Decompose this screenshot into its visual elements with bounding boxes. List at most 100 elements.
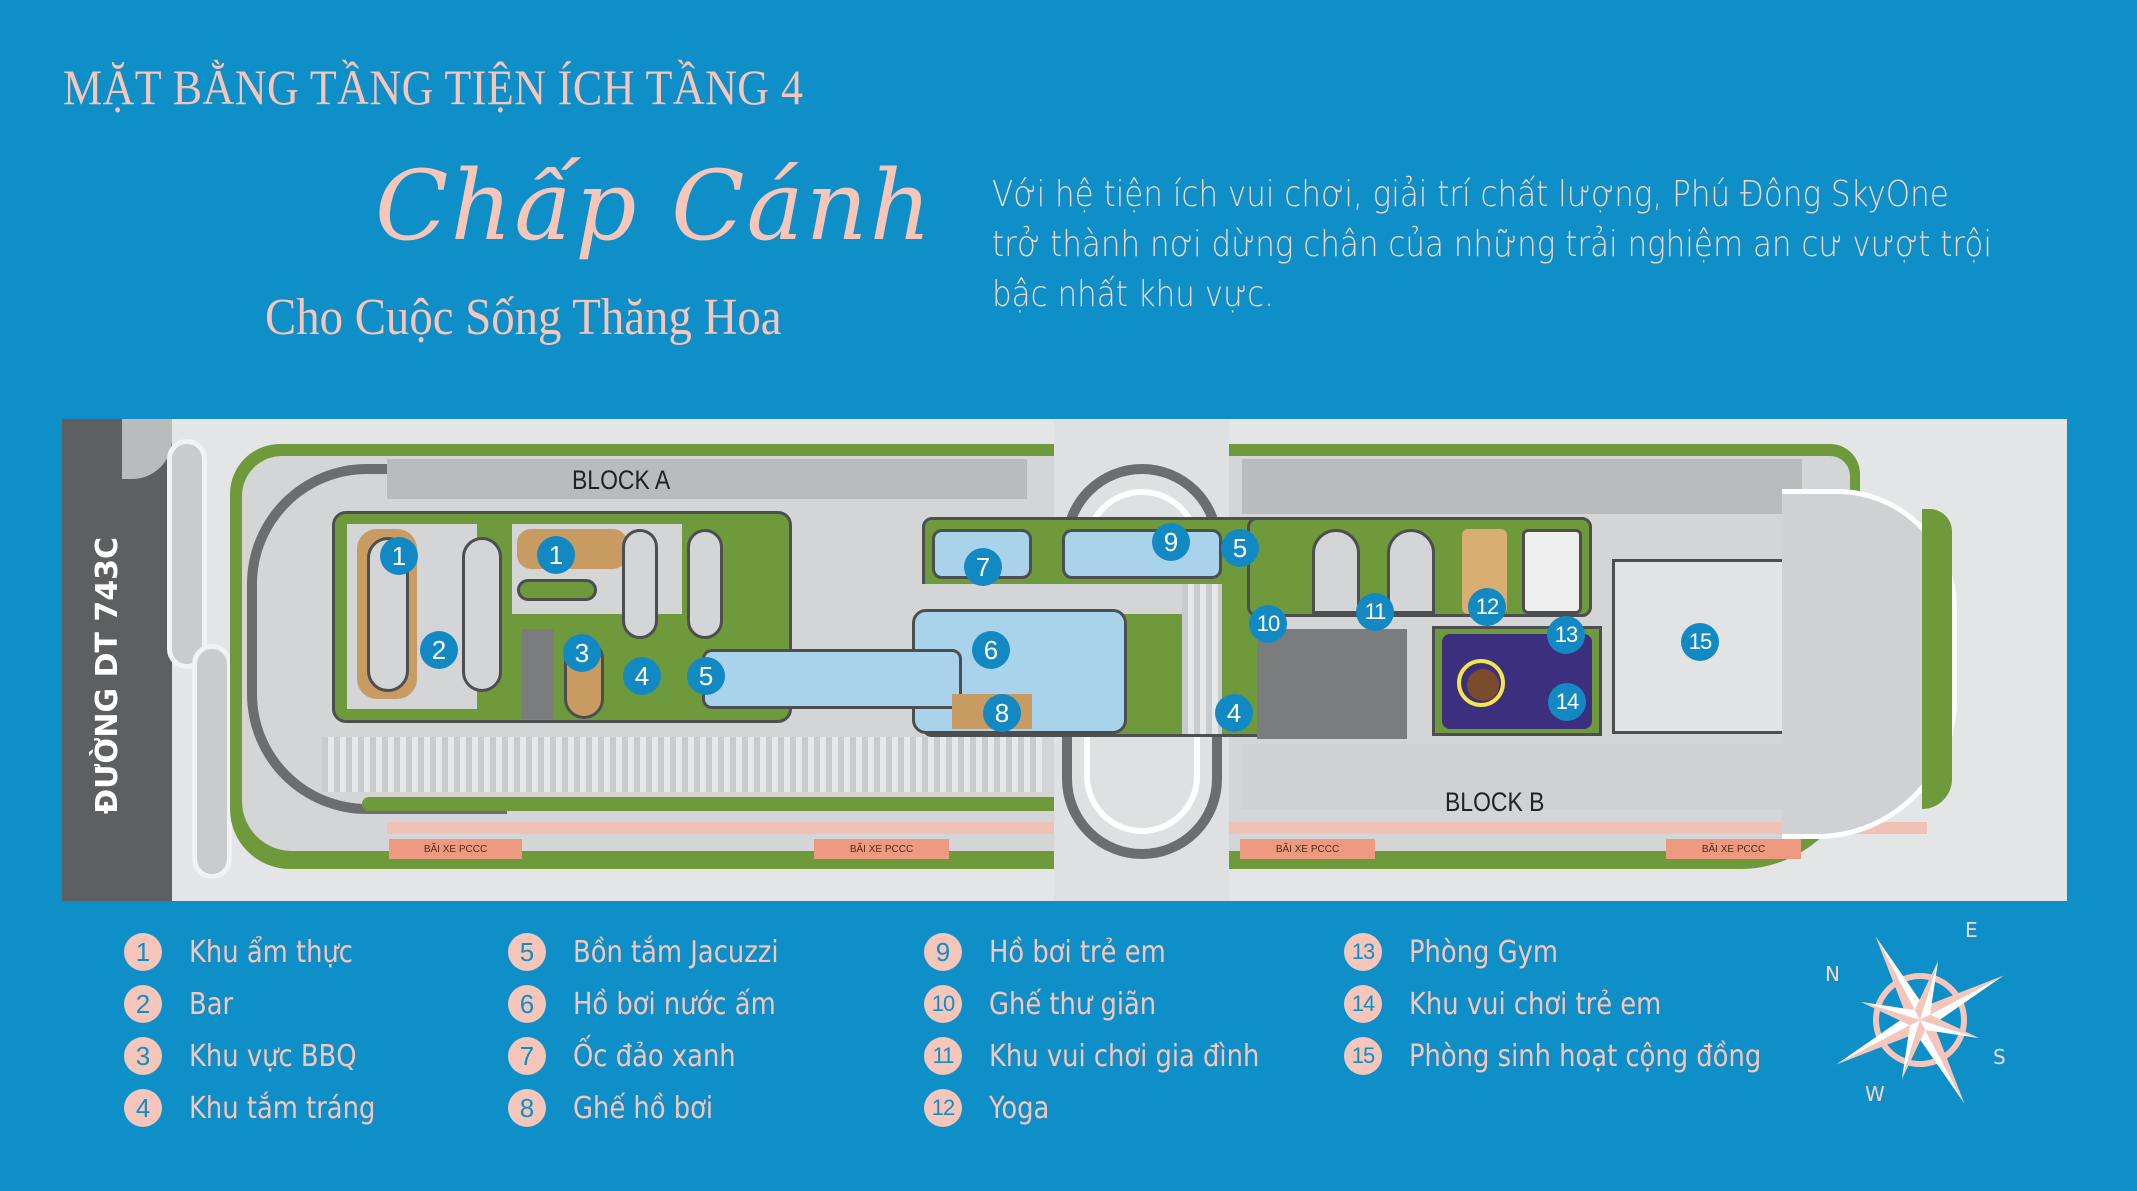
- legend-label: Bồn tắm Jacuzzi: [573, 934, 779, 970]
- intro-paragraph: Với hệ tiện ích vui chơi, giải trí chất …: [992, 170, 2102, 320]
- fire-parking: BÃI XE PCCC: [814, 839, 949, 859]
- legend-badge: 8: [508, 1089, 546, 1127]
- legend-item: 5 Bồn tắm Jacuzzi: [508, 930, 812, 974]
- block-a-band: [387, 459, 1027, 499]
- compass-rose: N E S W: [1820, 918, 2020, 1120]
- compass-west-label: W: [1865, 1082, 1885, 1106]
- map-marker-5[interactable]: 5: [687, 657, 725, 695]
- block-b-band-top: [1242, 459, 1802, 514]
- map-marker-5[interactable]: 5: [1221, 529, 1259, 567]
- legend-label: Khu tắm tráng: [189, 1090, 376, 1126]
- legend-badge: 14: [1344, 985, 1382, 1023]
- legend-label: Ốc đảo xanh: [573, 1038, 736, 1074]
- fire-parking: BÃI XE PCCC: [389, 839, 522, 859]
- service-room: [522, 629, 554, 719]
- legend-label: Yoga: [989, 1090, 1050, 1126]
- intro-line: bậc nhất khu vực.: [992, 274, 1274, 315]
- map-marker-3[interactable]: 3: [563, 634, 601, 672]
- compass-north-label: N: [1825, 962, 1840, 986]
- legend-item: 1 Khu ẩm thực: [124, 930, 380, 974]
- legend-badge: 9: [924, 933, 962, 971]
- compass-east-label: E: [1965, 918, 1978, 942]
- legend-label: Ghế thư giãn: [989, 986, 1157, 1022]
- walkway: [322, 737, 1042, 792]
- map-marker-13[interactable]: 13: [1547, 616, 1585, 654]
- map-marker-1[interactable]: 1: [537, 536, 575, 574]
- map-marker-2[interactable]: 2: [420, 631, 458, 669]
- legend-item: 11 Khu vui chơi gia đình: [924, 1034, 1303, 1078]
- kids-pool: [1062, 529, 1222, 579]
- map-marker-4[interactable]: 4: [623, 657, 661, 695]
- family-play-lane: [1312, 529, 1360, 614]
- legend-label: Ghế hồ bơi: [573, 1090, 714, 1126]
- legend-badge: 4: [124, 1089, 162, 1127]
- legend-badge: 3: [124, 1037, 162, 1075]
- map-marker-15[interactable]: 15: [1681, 623, 1719, 661]
- legend-badge: 12: [924, 1089, 962, 1127]
- map-marker-9[interactable]: 9: [1152, 523, 1190, 561]
- legend-label: Phòng sinh hoạt cộng đồng: [1409, 1038, 1762, 1074]
- map-marker-1[interactable]: 1: [380, 537, 418, 575]
- legend-label: Bar: [189, 986, 234, 1022]
- map-marker-11[interactable]: 11: [1356, 593, 1394, 631]
- map-marker-6[interactable]: 6: [972, 631, 1010, 669]
- planter-row: [362, 797, 1062, 811]
- warm-pool-lane: [702, 649, 962, 709]
- fire-parking: BÃI XE PCCC: [1240, 839, 1375, 859]
- kids-play-ring: [1457, 659, 1505, 707]
- entry-ramp-bottom: [192, 644, 232, 879]
- legend-label: Khu vui chơi trẻ em: [1409, 986, 1662, 1022]
- legend-label: Khu vui chơi gia đình: [989, 1038, 1260, 1074]
- map-marker-12[interactable]: 12: [1468, 588, 1506, 626]
- script-title: Chấp Cánh: [375, 150, 934, 262]
- family-play-lane-2: [1387, 529, 1435, 614]
- legend-badge: 15: [1344, 1037, 1382, 1075]
- map-marker-4[interactable]: 4: [1215, 694, 1253, 732]
- legend-badge: 2: [124, 985, 162, 1023]
- compass-star-icon: [1836, 936, 2004, 1104]
- legend-item: 9 Hồ bơi trẻ em: [924, 930, 1195, 974]
- shower-lane-2: [687, 529, 723, 639]
- page-title: MẶT BẰNG TẦNG TIỆN ÍCH TẦNG 4: [63, 59, 804, 115]
- intro-line: Với hệ tiện ích vui chơi, giải trí chất …: [992, 174, 1949, 215]
- legend-badge: 5: [508, 933, 546, 971]
- gym-room: [1522, 529, 1582, 614]
- legend-item: 13 Phòng Gym: [1344, 930, 1582, 974]
- subtitle: Cho Cuộc Sống Thăng Hoa: [265, 289, 782, 346]
- map-marker-8[interactable]: 8: [983, 694, 1021, 732]
- legend-badge: 6: [508, 985, 546, 1023]
- legend-item: 4 Khu tắm tráng: [124, 1086, 406, 1130]
- legend-label: Phòng Gym: [1409, 934, 1559, 970]
- legend-label: Hồ bơi trẻ em: [989, 934, 1166, 970]
- map-marker-14[interactable]: 14: [1548, 683, 1586, 721]
- legend-badge: 7: [508, 1037, 546, 1075]
- legend-item: 12 Yoga: [924, 1086, 1059, 1130]
- legend-badge: 1: [124, 933, 162, 971]
- legend-item: 2 Bar: [124, 982, 240, 1026]
- legend-badge: 13: [1344, 933, 1382, 971]
- compass-south-label: S: [1993, 1045, 2006, 1069]
- legend-item: 8 Ghế hồ bơi: [508, 1086, 736, 1130]
- legend-item: 10 Ghế thư giãn: [924, 982, 1183, 1026]
- legend-item: 14 Khu vui chơi trẻ em: [1344, 982, 1702, 1026]
- east-greenery: [1922, 509, 1952, 809]
- intro-line: trở thành nơi dừng chân của những trải n…: [992, 224, 1992, 265]
- entry-ramp-top: [167, 439, 207, 669]
- floor-plan-map: ĐƯỜNG DT 743C BLOCK A BÃI XE PCCC BÃI XE…: [62, 419, 2067, 901]
- map-marker-7[interactable]: 7: [964, 548, 1002, 586]
- legend-label: Khu ẩm thực: [189, 934, 353, 970]
- road-label: ĐƯỜNG DT 743C: [90, 536, 125, 814]
- kids-play-canopy: [1467, 669, 1499, 701]
- legend-badge: 11: [924, 1037, 962, 1075]
- block-b-label: BLOCK B: [1445, 787, 1545, 817]
- map-marker-10[interactable]: 10: [1249, 605, 1287, 643]
- fire-parking: BÃI XE PCCC: [1666, 839, 1801, 859]
- dining-table-2: [462, 537, 502, 692]
- road: [62, 419, 172, 901]
- legend-badge: 10: [924, 985, 962, 1023]
- block-a-label: BLOCK A: [572, 465, 671, 495]
- shower-lane: [622, 529, 658, 639]
- legend-item: 7 Ốc đảo xanh: [508, 1034, 762, 1078]
- block-b-band-bottom: [1242, 744, 1842, 809]
